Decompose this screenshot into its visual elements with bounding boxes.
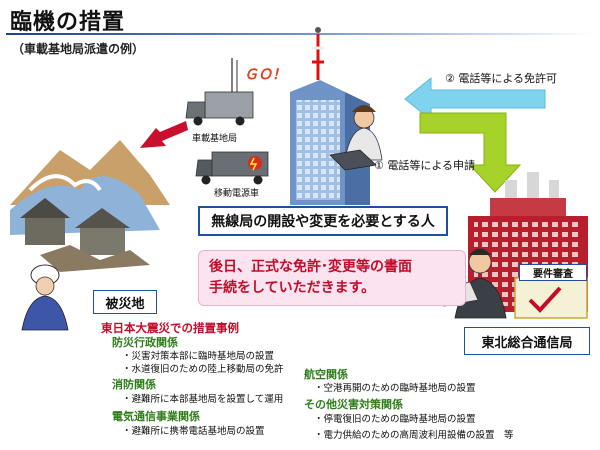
example-category: 電気通信事業関係 — [112, 410, 200, 423]
review-label: 要件審査 — [519, 264, 587, 281]
disaster-area-label: 被災地 — [93, 290, 157, 314]
title-underline — [6, 33, 594, 35]
bureau-label: 東北総合通信局 — [464, 327, 590, 355]
example-item: ・停電復旧のための臨時基地局の設置 — [314, 414, 476, 425]
page-title: 臨機の措置 — [10, 10, 126, 35]
example-category: 消防関係 — [112, 378, 156, 391]
application-arrow-green — [419, 112, 522, 193]
later-procedure-box: 後日、正式な免許･変更等の書面 手続をしていただきます。 — [198, 250, 466, 306]
go-label: ＧＯ！ — [244, 67, 286, 83]
later-procedure-line2: 手続をしていただきます。 — [209, 280, 376, 296]
examples-right-column: 航空関係 ・空港再開のための臨時基地局の設置 その他災害対策関係 ・停電復旧のた… — [304, 366, 514, 444]
step1-label: ① 電話等による申請 — [374, 159, 476, 172]
later-procedure-line1: 後日、正式な免許･変更等の書面 — [209, 259, 412, 275]
page-subtitle: （車載基地局派遣の例） — [12, 42, 145, 56]
applicant-box: 無線局の開設や変更を必要とする人 — [198, 206, 448, 236]
example-item: ・避難所に携帯電話基地局の設置 — [122, 426, 265, 437]
approval-arrow-cyan — [404, 76, 546, 122]
dispatch-arrow — [140, 121, 188, 148]
vehicle-base-station-label: 車載基地局 — [192, 134, 238, 144]
example-category: 防災行政関係 — [112, 336, 178, 349]
applicant-building-illustration — [290, 27, 370, 205]
example-item: ・空港再開のための臨時基地局の設置 — [314, 383, 476, 394]
example-item: ・災害対策本部に臨時基地局の設置 — [122, 351, 275, 362]
example-category: 航空関係 — [304, 368, 348, 381]
examples-title: 東日本大震災での措置事例 — [101, 321, 239, 335]
disaster-scene-illustration — [10, 140, 170, 331]
example-category: その他災害対策関係 — [304, 398, 403, 411]
mobile-power-vehicle — [195, 151, 269, 185]
step2-label: ② 電話等による免許可 — [445, 72, 558, 85]
vehicle-base-station-truck — [185, 58, 254, 126]
applicant-person-illustration — [329, 105, 383, 171]
example-item: ・電力供給のための高周波利用設備の設置 等 — [314, 430, 514, 441]
mobile-power-vehicle-label: 移動電源車 — [214, 189, 260, 199]
certificate-illustration — [514, 277, 588, 319]
example-item: ・避難所に本部基地局を設置して運用 — [122, 394, 284, 405]
example-item: ・水道復旧のための陸上移動局の免許 — [122, 364, 284, 375]
examples-left-column: 防災行政関係 ・災害対策本部に臨時基地局の設置 ・水道復旧のための陸上移動局の免… — [112, 334, 284, 440]
